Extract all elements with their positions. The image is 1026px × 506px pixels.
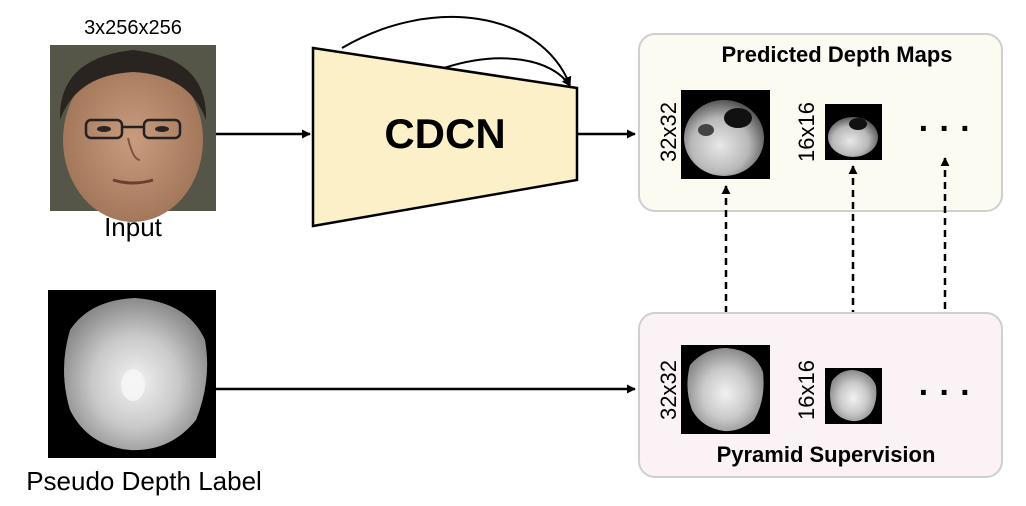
input-caption: Input <box>104 212 163 242</box>
pseudo-depth-label-image <box>48 290 216 458</box>
skip-connection-arc-inner <box>443 57 571 87</box>
predicted-depth-map-16 <box>825 104 882 160</box>
predicted-depth-map-32 <box>681 90 770 179</box>
supervision-map-16-label: 16x16 <box>794 360 819 420</box>
pseudo-depth-caption: Pseudo Depth Label <box>26 466 262 496</box>
skip-connection-arc-outer <box>341 15 572 86</box>
input-size-label: 3x256x256 <box>84 17 182 39</box>
predicted-map-32-label: 32x32 <box>656 102 681 162</box>
supervision-map-32-label: 32x32 <box>656 360 681 420</box>
predicted-panel-title: Predicted Depth Maps <box>721 42 952 67</box>
predicted-map-16-label: 16x16 <box>794 102 819 162</box>
supervision-depth-map-16 <box>825 368 882 424</box>
supervision-panel-title: Pyramid Supervision <box>717 442 936 467</box>
cdcn-label: CDCN <box>384 110 505 157</box>
cdcn-network-block <box>311 46 579 228</box>
supervision-more-ellipsis: · · · <box>919 374 972 412</box>
supervision-depth-map-32 <box>681 345 770 434</box>
predicted-more-ellipsis: · · · <box>919 110 972 148</box>
input-face-image <box>50 45 216 222</box>
